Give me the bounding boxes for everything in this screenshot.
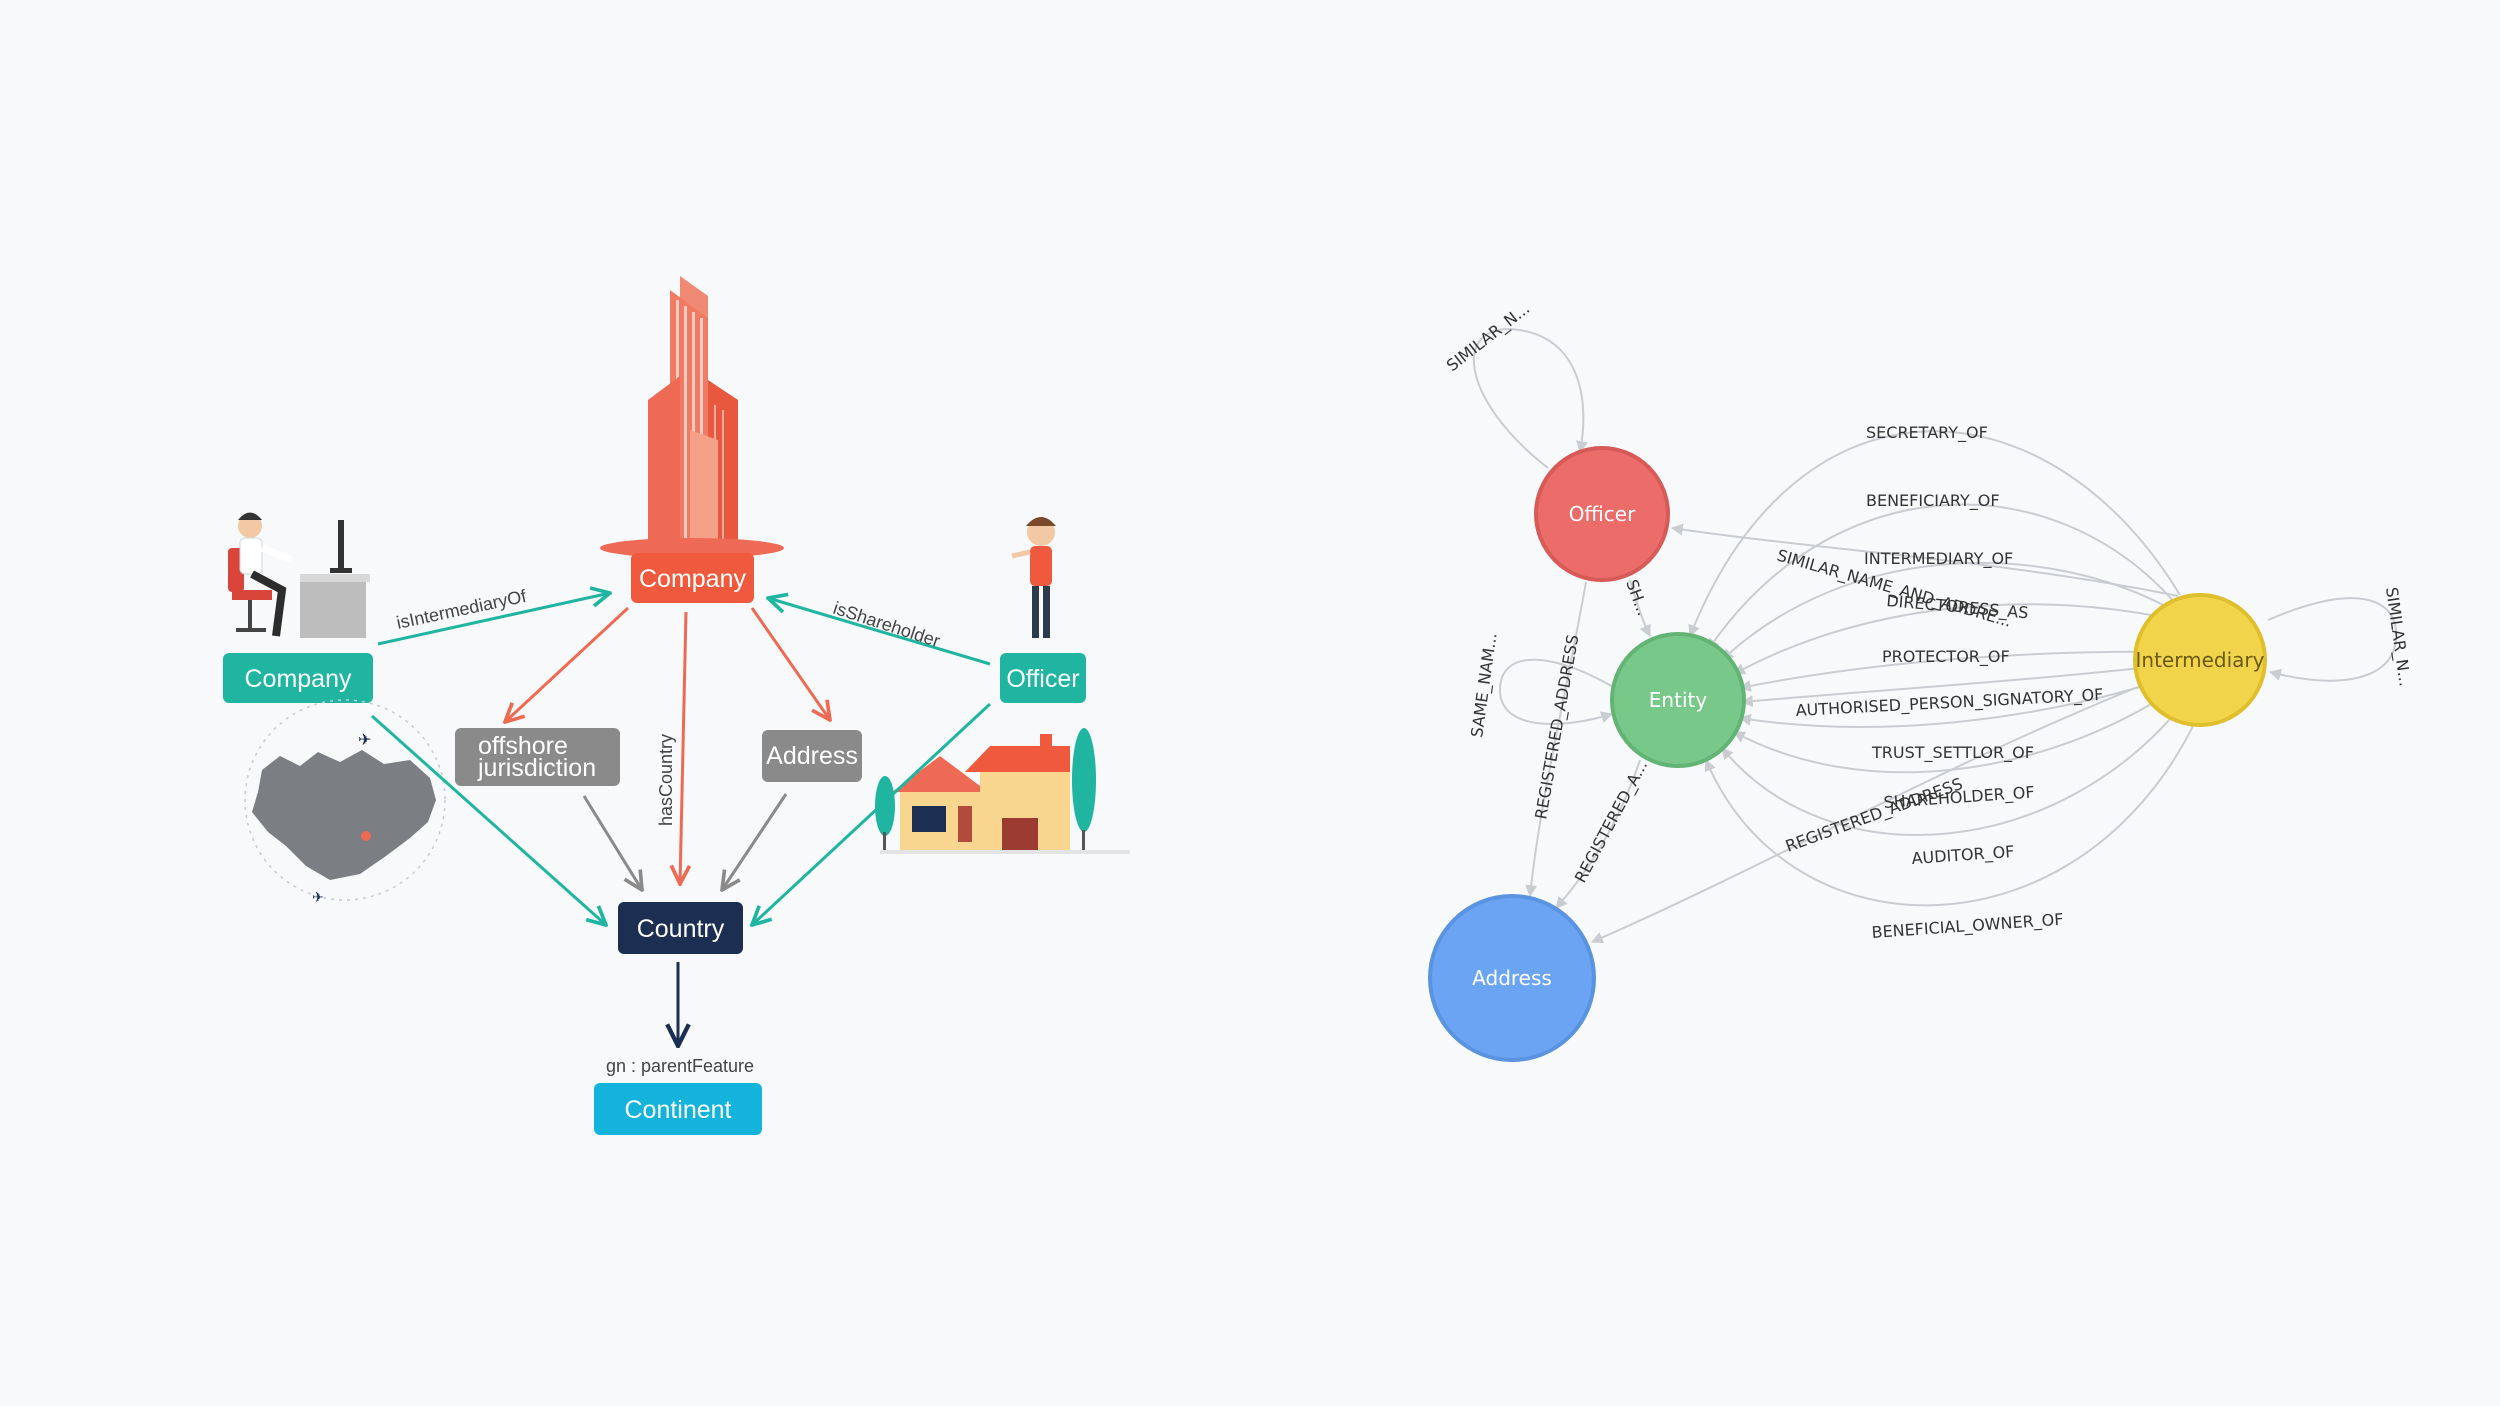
- offshore-label-line1: offshore: [478, 732, 568, 760]
- edge-label-protector-of: PROTECTOR_OF: [1882, 647, 2010, 667]
- house-illustration: [875, 728, 1130, 854]
- graph-node-intermediary-label: Intermediary: [2136, 648, 2265, 672]
- offshore-label-line2: jurisdiction: [477, 754, 596, 782]
- parent-feature-label: gn : parentFeature: [606, 1056, 754, 1076]
- offshore-jurisdiction-node: offshore jurisdiction: [455, 728, 620, 786]
- officer-node: Officer: [1000, 653, 1086, 703]
- edge-directors-as: [1732, 603, 2177, 675]
- edge-company-to-offshore: [505, 606, 630, 722]
- edge-label-similar-n-right: SIMILAR_N...: [2381, 586, 2415, 688]
- edge-label-trust-settlor-of: TRUST_SETTLOR_OF: [1871, 743, 2034, 763]
- left-edges: [371, 593, 992, 1046]
- graph-edges: [1473, 328, 2398, 944]
- edge-company-to-country: [371, 714, 606, 925]
- officer-person-illustration: [1011, 517, 1056, 638]
- edge-label-beneficial-owner-of: BENEFICIAL_OWNER_OF: [1871, 910, 2064, 943]
- edge-label-sh: SH...: [1622, 577, 1653, 618]
- skyscraper-illustration: [600, 276, 784, 560]
- graph-node-address: Address: [1428, 894, 1596, 1062]
- edge-label-registered-address-diag: REGISTERED_ADDRESS: [1783, 774, 1966, 857]
- has-country-label: hasCountry: [656, 734, 676, 826]
- edge-label-registered-address-vertical: REGISTERED_ADDRESS: [1531, 633, 1583, 821]
- edge-company-to-address: [750, 607, 830, 720]
- edge-is-intermediary-of: [377, 593, 610, 646]
- edge-authorised-person: [1740, 663, 2177, 708]
- edge-is-shareholder: [768, 598, 991, 666]
- edge-officer-self-loop: [1473, 328, 1588, 469]
- edge-intermediary-self-loop: [2267, 597, 2398, 682]
- edge-intermediary-to-address: [1590, 669, 2181, 944]
- edge-auditor-of: [1721, 699, 2187, 836]
- address-node: Address: [762, 730, 862, 782]
- edge-officer-to-country: [752, 702, 992, 925]
- edge-label-secretary-of: SECRETARY_OF: [1866, 423, 1988, 443]
- is-shareholder-label: isShareholder: [831, 598, 943, 651]
- edge-entity-self-loop: [1498, 658, 1616, 725]
- continent-node: Continent: [594, 1083, 762, 1135]
- edge-beneficial-owner-of: [1704, 719, 2197, 907]
- edge-label-same-nam: SAME_NAM...: [1467, 632, 1501, 739]
- edge-has-country: [680, 611, 686, 884]
- edge-shareholder-of: [1732, 685, 2181, 774]
- edge-entity-to-address: [1555, 759, 1641, 909]
- country-label: Country: [637, 915, 725, 943]
- graph-node-address-label: Address: [1472, 966, 1552, 990]
- graph-node-officer: Officer: [1534, 446, 1670, 582]
- airplane-icon: ✈: [312, 890, 324, 906]
- country-node: Country: [618, 902, 743, 954]
- iceland-map-illustration: ✈ ✈: [244, 699, 446, 906]
- graph-node-entity-label: Entity: [1649, 688, 1708, 712]
- company-top-node: Company: [631, 553, 754, 603]
- left-ontology-diagram: Company Company: [223, 276, 1130, 1135]
- edge-address-to-country: [722, 793, 788, 890]
- edge-intermediary-of: [1721, 561, 2177, 661]
- company-top-label: Company: [639, 565, 746, 593]
- office-worker-illustration: [228, 512, 370, 638]
- company-left-label: Company: [245, 665, 352, 693]
- edge-secretary-of: [1688, 430, 2181, 638]
- edge-label-shareholder-of: SHAREHOLDER_OF: [1883, 782, 2035, 813]
- company-left-node: Company: [223, 653, 373, 703]
- graph-edge-labels: SIMILAR_N... SIMILAR_N... SAME_NAM... SH…: [1443, 299, 2415, 943]
- edge-intermediary-to-officer: [1670, 523, 2179, 597]
- address-label: Address: [766, 742, 858, 770]
- edge-label-similar-n-top: SIMILAR_N...: [1443, 299, 1534, 376]
- edge-label-intermediary-of: INTERMEDIARY_OF: [1864, 549, 2013, 569]
- right-property-graph: SIMILAR_N... SIMILAR_N... SAME_NAM... SH…: [1428, 299, 2415, 1062]
- edge-label-registered-a: REGISTERED_A...: [1571, 757, 1652, 886]
- edge-protector-of: [1738, 650, 2177, 692]
- edge-label-beneficiary-of: BENEFICIARY_OF: [1866, 491, 2000, 511]
- continent-label: Continent: [624, 1096, 731, 1124]
- edge-trust-settlor-of: [1738, 675, 2177, 728]
- edge-officer-to-entity: [1629, 579, 1651, 638]
- edge-beneficiary-of: [1707, 503, 2177, 651]
- graph-node-officer-label: Officer: [1569, 502, 1636, 526]
- airplane-icon: ✈: [358, 730, 371, 749]
- officer-label: Officer: [1006, 665, 1079, 693]
- graph-node-intermediary: Intermediary: [2133, 593, 2267, 727]
- edge-officer-to-address: [1525, 581, 1587, 898]
- graph-node-entity: Entity: [1610, 632, 1746, 768]
- edge-label-authorised-person: AUTHORISED_PERSON_SIGNATORY_OF: [1795, 685, 2104, 721]
- edge-offshore-to-country: [582, 795, 642, 890]
- edge-label-auditor-of: AUDITOR_OF: [1911, 842, 2015, 869]
